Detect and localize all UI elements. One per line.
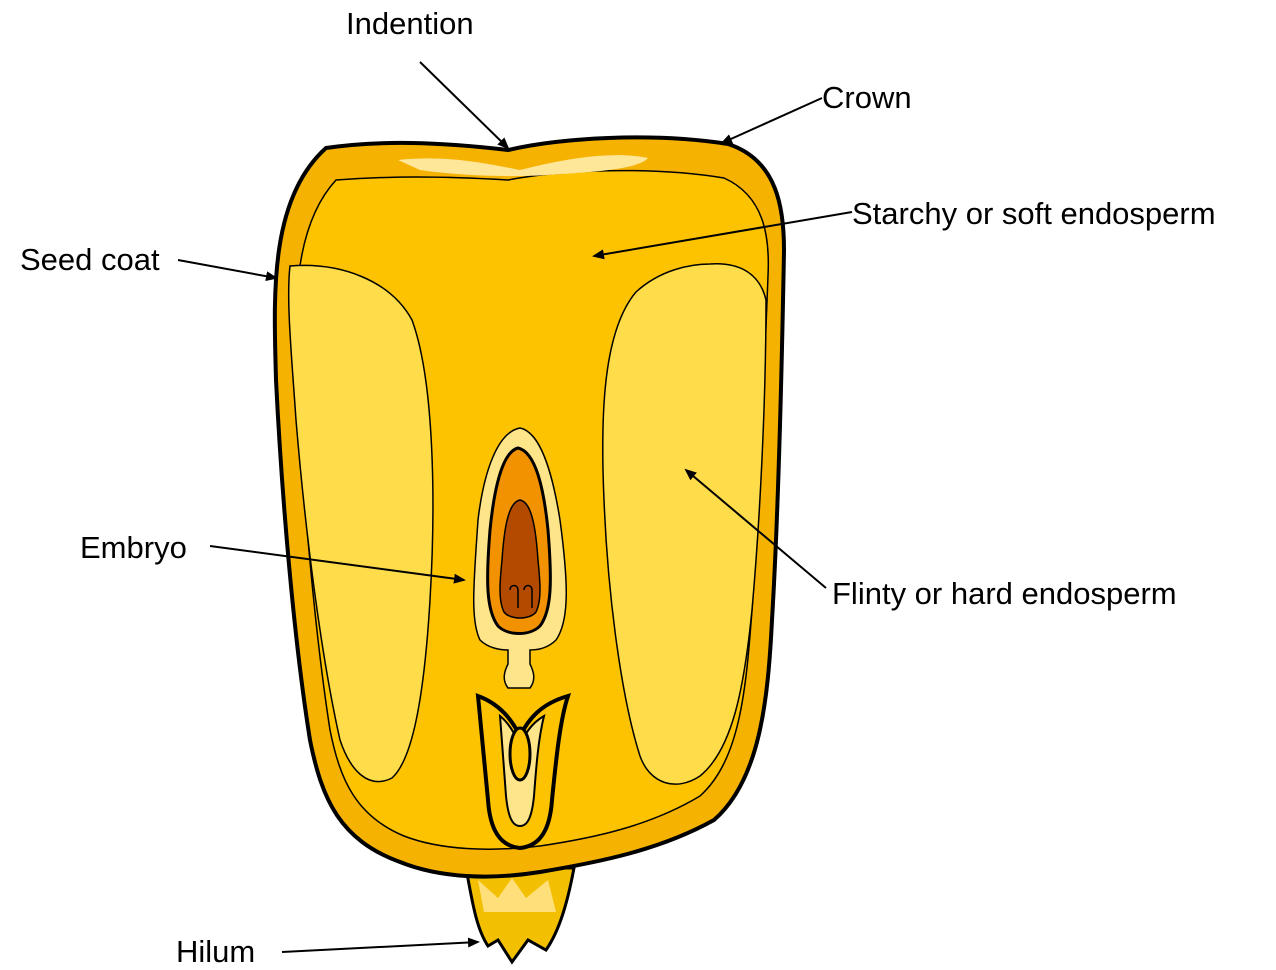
hilum-leader bbox=[282, 942, 478, 952]
hilum-shape bbox=[466, 868, 574, 962]
indention-label: Indention bbox=[346, 6, 474, 41]
flinty-endosperm-label: Flinty or hard endosperm bbox=[832, 576, 1177, 611]
starchy-endosperm-label: Starchy or soft endosperm bbox=[852, 196, 1216, 231]
crown-label: Crown bbox=[822, 80, 912, 115]
crown-leader bbox=[722, 98, 822, 143]
hilum-structure bbox=[466, 868, 574, 962]
seed-coat-leader bbox=[178, 260, 276, 278]
indention-leader bbox=[420, 62, 508, 148]
radicle-core bbox=[510, 728, 530, 780]
hilum-label: Hilum bbox=[176, 934, 255, 969]
seed-coat-label: Seed coat bbox=[20, 242, 160, 277]
embryo-label: Embryo bbox=[80, 530, 187, 565]
